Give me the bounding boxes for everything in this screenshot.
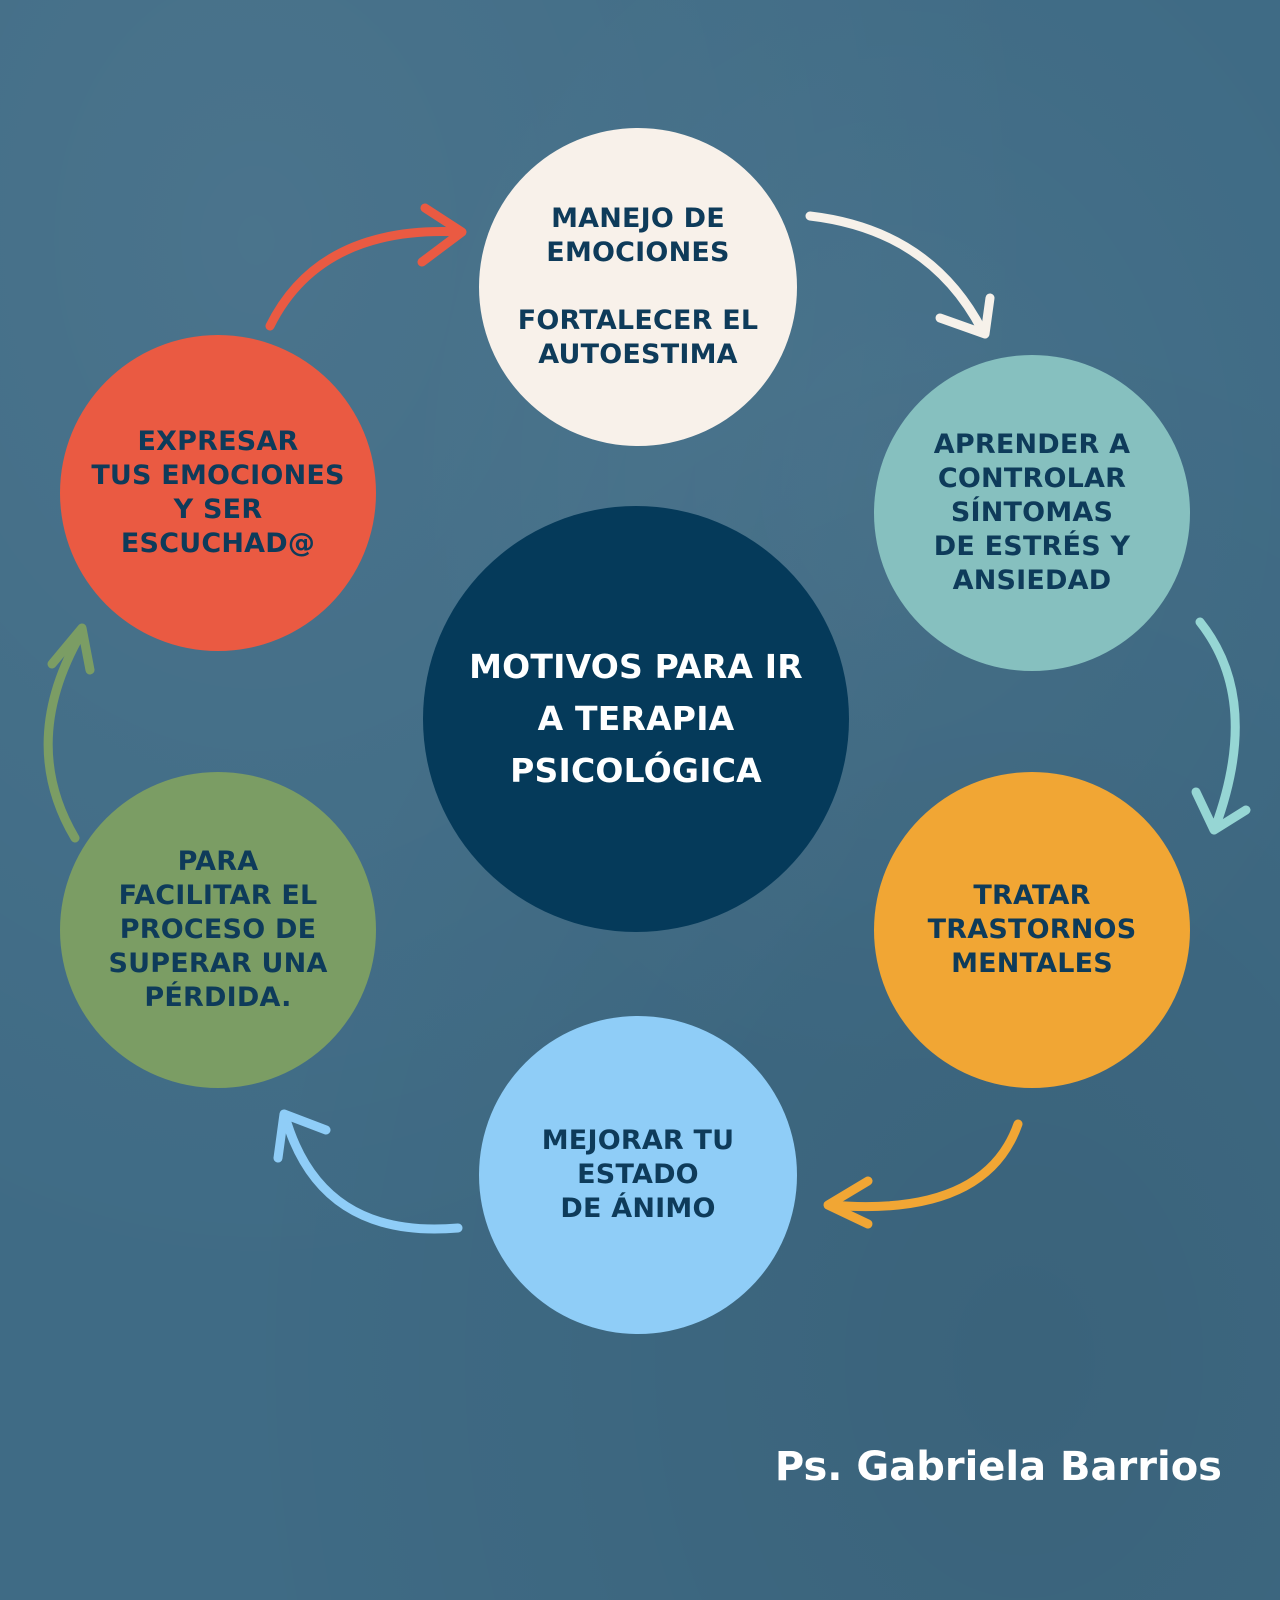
circle-text-stress-anxiety: APRENDER A CONTROLAR SÍNTOMAS DE ESTRÉS … — [933, 429, 1131, 596]
circle-text-emotions-selfesteem: MANEJO DE EMOCIONES FORTALECER EL AUTOES… — [517, 203, 759, 370]
circle-express-emotions: EXPRESAR TUS EMOCIONES Y SER ESCUCHAD@ — [60, 335, 376, 651]
circle-text-grief: PARA FACILITAR EL PROCESO DE SUPERAR UNA… — [108, 846, 328, 1013]
arrow-left2-to-left1 — [43, 623, 95, 843]
arrow-top-to-right1 — [805, 211, 995, 339]
center-circle: MOTIVOS PARA IR A TERAPIA PSICOLÓGICA — [423, 506, 849, 932]
circle-text-mood: MEJORAR TU ESTADO DE ÁNIMO — [541, 1125, 735, 1224]
author-signature: Ps. Gabriela Barrios — [774, 1444, 1222, 1490]
arrow-right1-to-right2 — [1191, 617, 1251, 835]
circle-text-mental-disorders: TRATAR TRASTORNOS MENTALES — [927, 880, 1137, 979]
circle-emotions-selfesteem: MANEJO DE EMOCIONES FORTALECER EL AUTOES… — [479, 128, 797, 446]
circle-grief: PARA FACILITAR EL PROCESO DE SUPERAR UNA… — [60, 772, 376, 1088]
arrow-bottom-to-left2 — [273, 1109, 463, 1234]
center-title: MOTIVOS PARA IR A TERAPIA PSICOLÓGICA — [469, 647, 803, 790]
arrow-left1-to-top — [265, 203, 467, 331]
circle-mental-disorders: TRATAR TRASTORNOS MENTALES — [874, 772, 1190, 1088]
circle-stress-anxiety: APRENDER A CONTROLAR SÍNTOMAS DE ESTRÉS … — [874, 355, 1190, 671]
circle-text-express-emotions: EXPRESAR TUS EMOCIONES Y SER ESCUCHAD@ — [91, 426, 345, 559]
arrow-right2-to-bottom — [823, 1119, 1023, 1229]
circle-mood: MEJORAR TU ESTADO DE ÁNIMO — [479, 1016, 797, 1334]
